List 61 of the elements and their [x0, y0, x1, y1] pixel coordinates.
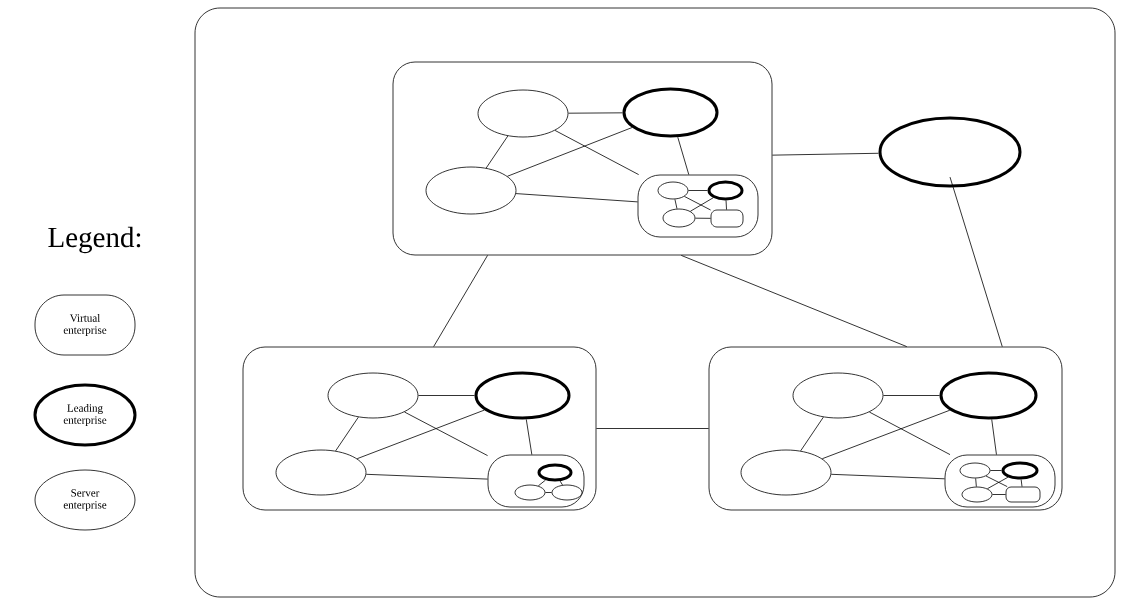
thick-ellipse	[1001, 461, 1039, 480]
connector-line	[1020, 479, 1023, 487]
connector-line	[356, 409, 485, 460]
connector-line	[688, 190, 708, 191]
ellipse	[425, 166, 517, 215]
ellipse	[961, 486, 993, 503]
connector-line	[772, 152, 879, 156]
ellipse	[740, 449, 832, 496]
connector-line	[568, 112, 623, 114]
connector-line	[554, 130, 640, 175]
connector-line	[690, 197, 714, 212]
ellipse	[514, 484, 546, 501]
connector-line	[991, 419, 997, 455]
legend-item: Server enterprise	[34, 469, 136, 531]
connector-line	[674, 198, 678, 210]
ellipse	[327, 372, 419, 419]
connector-line	[515, 193, 638, 203]
connector-line	[869, 411, 951, 455]
thick-ellipse	[474, 371, 571, 420]
connector-line	[680, 255, 908, 347]
connector-line	[596, 428, 709, 429]
connector-line	[677, 136, 690, 175]
thick-ellipse	[939, 371, 1038, 420]
legend-item: Virtual enterprise	[34, 294, 136, 356]
connector-line	[949, 176, 1003, 347]
ellipse	[959, 462, 991, 479]
ellipse	[792, 372, 884, 419]
connector-line	[365, 473, 488, 480]
connector-line	[883, 395, 940, 396]
rounded-box	[1005, 486, 1041, 503]
connector-line	[821, 409, 951, 460]
connector-line	[975, 478, 977, 487]
connector-line	[695, 217, 711, 219]
connector-line	[507, 127, 633, 177]
connector-line	[684, 196, 711, 211]
ellipse	[477, 89, 569, 138]
connector-line	[545, 492, 552, 493]
connector-line	[485, 135, 509, 169]
connector-line	[725, 200, 727, 210]
connector-line	[830, 473, 945, 480]
legend-heading: Legend:	[48, 226, 141, 254]
thick-ellipse	[537, 463, 573, 482]
connector-line	[418, 395, 475, 396]
thick-ellipse	[622, 87, 719, 138]
connector-line	[992, 494, 1006, 495]
connector-line	[335, 416, 359, 452]
connector-line	[800, 416, 824, 452]
thick-ellipse	[707, 180, 744, 201]
legend-item: Leading enterprise	[33, 383, 137, 447]
connector-line	[433, 255, 488, 347]
connector-line	[559, 480, 563, 486]
connector-line	[404, 411, 488, 456]
connector-line	[525, 419, 533, 455]
thick-ellipse	[878, 116, 1022, 188]
ellipse	[551, 484, 583, 501]
rounded-box	[710, 209, 744, 228]
ellipse	[657, 181, 689, 200]
connector-line	[990, 470, 1002, 471]
ellipse	[662, 208, 696, 228]
ellipse	[275, 449, 367, 496]
connector-line	[537, 479, 546, 487]
